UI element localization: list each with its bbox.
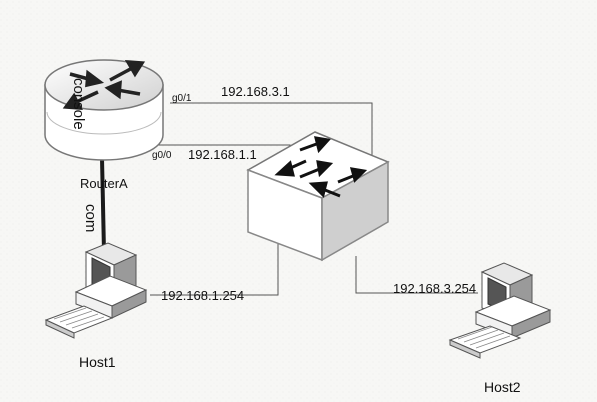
host1-name-label: Host1 xyxy=(79,354,116,370)
router-icon xyxy=(44,59,164,161)
console-cable xyxy=(100,157,106,253)
computer-icon xyxy=(448,262,552,359)
ip-label-router-g01: 192.168.3.1 xyxy=(221,84,290,99)
console-label: console xyxy=(70,78,87,130)
ip-label-host2: 192.168.3.254 xyxy=(393,281,476,296)
port-label-g01: g0/1 xyxy=(172,93,192,104)
link-switch-host2 xyxy=(355,256,478,294)
ip-label-router-g00: 192.168.1.1 xyxy=(188,147,257,162)
router-name-label: RouterA xyxy=(80,176,128,191)
switch-icon xyxy=(246,131,390,262)
ip-label-host1: 192.168.1.254 xyxy=(161,288,244,303)
computer-icon xyxy=(44,242,148,339)
host2-name-label: Host2 xyxy=(484,379,521,395)
link-switch-host1 xyxy=(150,232,279,296)
port-label-g00: g0/0 xyxy=(152,150,172,161)
com-label: com xyxy=(82,204,99,232)
